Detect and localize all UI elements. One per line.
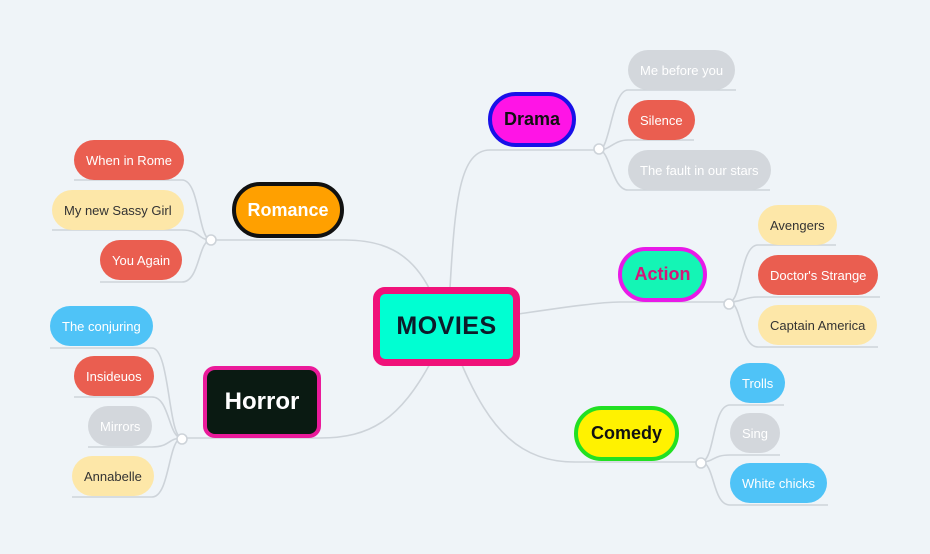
action-collapse-handle	[723, 298, 735, 310]
leaf-label: The fault in our stars	[640, 162, 759, 178]
branch-horror[interactable]: Horror	[203, 366, 321, 438]
romance-collapse-handle	[205, 234, 217, 246]
central-topic-label: MOVIES	[396, 312, 497, 340]
branch-horror-label: Horror	[224, 388, 300, 415]
horror-collapse-handle	[176, 433, 188, 445]
branch-romance-label: Romance	[247, 199, 329, 220]
leaf-me-before-you[interactable]: Me before you	[628, 50, 736, 90]
leaf-my-new-sassy-girl[interactable]: My new Sassy Girl	[52, 190, 184, 230]
branch-comedy[interactable]: Comedy	[574, 406, 679, 461]
leaf-label: Captain America	[770, 317, 866, 333]
link-drama	[449, 149, 575, 289]
leaf-label: You Again	[112, 252, 171, 268]
leaf-label: White chicks	[742, 475, 815, 491]
branch-action[interactable]: Action	[618, 247, 707, 302]
branch-drama-label: Drama	[503, 109, 561, 129]
leaf-trolls[interactable]: Trolls	[730, 363, 786, 403]
link-romance	[232, 239, 431, 291]
link-comedy	[461, 364, 678, 463]
comedy-collapse-handle	[695, 457, 707, 469]
branch-romance[interactable]: Romance	[232, 182, 344, 238]
leaf-label: Mirrors	[100, 418, 141, 434]
leaf-captain-america[interactable]: Captain America	[758, 305, 878, 345]
branch-drama[interactable]: Drama	[488, 92, 576, 147]
leaf-annabelle[interactable]: Annabelle	[72, 456, 154, 496]
leaf-sing[interactable]: Sing	[730, 413, 781, 453]
leaf-you-again[interactable]: You Again	[100, 240, 183, 280]
leaf-mirrors[interactable]: Mirrors	[88, 406, 153, 446]
leaf-label: Annabelle	[84, 468, 142, 484]
leaf-label: Avengers	[770, 217, 825, 233]
leaf-label: My new Sassy Girl	[64, 202, 172, 218]
leaf-the-conjuring[interactable]: The conjuring	[50, 306, 153, 346]
branch-action-label: Action	[634, 264, 691, 284]
leaf-silence[interactable]: Silence	[628, 100, 695, 140]
central-topic-movies[interactable]: MOVIES	[373, 287, 520, 366]
leaf-doctors-strange[interactable]: Doctor's Strange	[758, 255, 879, 295]
drama-collapse-handle	[593, 143, 605, 155]
leaf-label: Sing	[742, 425, 769, 441]
leaf-label: Insideuos	[86, 368, 142, 384]
leaf-the-fault-in-our-stars[interactable]: The fault in our stars	[628, 150, 771, 190]
leaf-label: When in Rome	[86, 152, 172, 168]
branch-comedy-label: Comedy	[590, 423, 662, 443]
leaf-white-chicks[interactable]: White chicks	[730, 463, 827, 503]
leaf-label: Doctor's Strange	[770, 267, 867, 283]
link-action	[517, 301, 706, 315]
leaf-avengers[interactable]: Avengers	[758, 205, 837, 245]
leaf-insideuos[interactable]: Insideuos	[74, 356, 154, 396]
link-horror	[205, 359, 433, 439]
leaf-label: Me before you	[640, 62, 724, 78]
leaf-label: Silence	[640, 112, 683, 128]
leaf-label: The conjuring	[62, 318, 141, 334]
leaf-when-in-rome[interactable]: When in Rome	[74, 140, 184, 180]
leaf-label: Trolls	[742, 375, 774, 391]
